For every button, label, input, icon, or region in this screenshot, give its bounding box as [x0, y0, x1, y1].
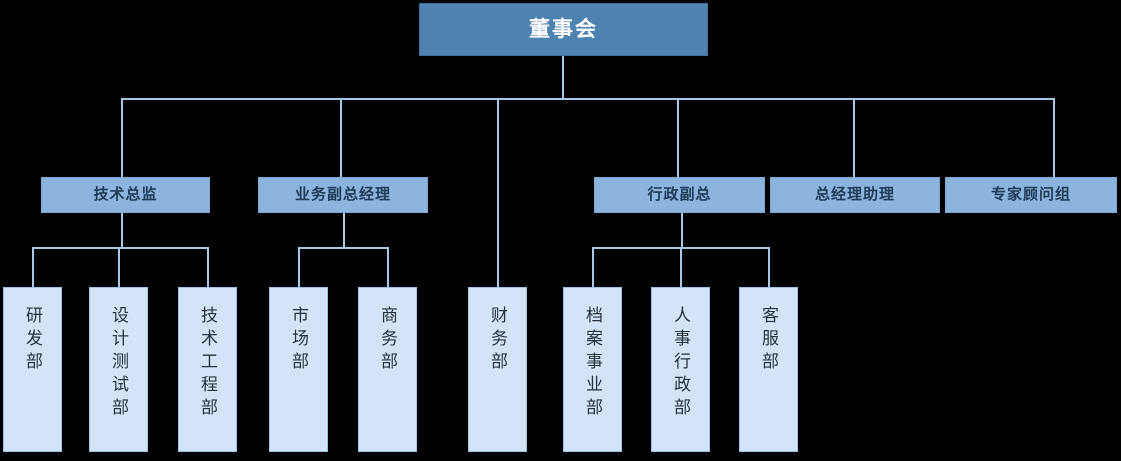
node-label: 董事会 — [529, 17, 598, 41]
connector-drop-customer-service — [768, 247, 770, 287]
connector-drop-hr-admin — [680, 247, 682, 287]
node-admin-vp[interactable]: 行政副总 — [594, 177, 765, 213]
connector-drop-expert-group — [1053, 98, 1055, 178]
node-tech-eng[interactable]: 技术工程部 — [178, 287, 237, 452]
connector-drop-finance-dept — [497, 98, 499, 287]
node-label: 设计测试部 — [109, 306, 128, 421]
node-label: 技术总监 — [93, 185, 158, 203]
node-archive-div[interactable]: 档案事业部 — [563, 287, 622, 452]
node-design-test[interactable]: 设计测试部 — [89, 287, 148, 452]
connector-root-bus — [121, 98, 1054, 100]
node-label: 研发部 — [23, 306, 42, 375]
node-commerce-dept[interactable]: 商务部 — [358, 287, 417, 452]
node-label: 商务部 — [378, 306, 397, 375]
connector-drop-gm-assistant — [853, 98, 855, 178]
connector-root-stem — [562, 56, 564, 99]
node-business-vp[interactable]: 业务副总经理 — [258, 177, 428, 213]
node-gm-assistant[interactable]: 总经理助理 — [770, 177, 940, 213]
node-hr-admin[interactable]: 人事行政部 — [651, 287, 710, 452]
node-tech-director[interactable]: 技术总监 — [41, 177, 210, 213]
connector-drop-tech-eng — [207, 247, 209, 287]
node-customer-service[interactable]: 客服部 — [739, 287, 798, 452]
node-label: 专家顾问组 — [990, 185, 1071, 203]
connector-drop-market-dept — [298, 247, 300, 287]
node-board-of-directors[interactable]: 董事会 — [419, 3, 708, 56]
connector-drop-archive-div — [592, 247, 594, 287]
connector-business-vp-bus — [298, 247, 388, 249]
connector-drop-rd-dept — [32, 247, 34, 287]
node-label: 行政副总 — [647, 185, 712, 203]
node-label: 财务部 — [488, 306, 507, 375]
connector-drop-admin-vp — [677, 98, 679, 178]
node-label: 市场部 — [289, 306, 308, 375]
node-label: 人事行政部 — [671, 306, 690, 421]
node-market-dept[interactable]: 市场部 — [269, 287, 328, 452]
node-expert-group[interactable]: 专家顾问组 — [945, 177, 1117, 213]
connector-drop-business-vp — [340, 98, 342, 178]
node-finance-dept[interactable]: 财务部 — [468, 287, 527, 452]
node-rd-dept[interactable]: 研发部 — [3, 287, 62, 452]
node-label: 客服部 — [759, 306, 778, 375]
connector-business-vp-stem — [343, 213, 345, 248]
node-label: 技术工程部 — [198, 306, 217, 421]
connector-tech-director-stem — [121, 213, 123, 248]
node-label: 业务副总经理 — [294, 185, 391, 203]
connector-admin-vp-stem — [681, 213, 683, 248]
connector-drop-tech-director — [121, 98, 123, 178]
connector-drop-design-test — [118, 247, 120, 287]
node-label: 档案事业部 — [583, 306, 602, 421]
connector-tech-director-bus — [32, 247, 209, 249]
connector-drop-commerce-dept — [387, 247, 389, 287]
node-label: 总经理助理 — [814, 185, 895, 203]
